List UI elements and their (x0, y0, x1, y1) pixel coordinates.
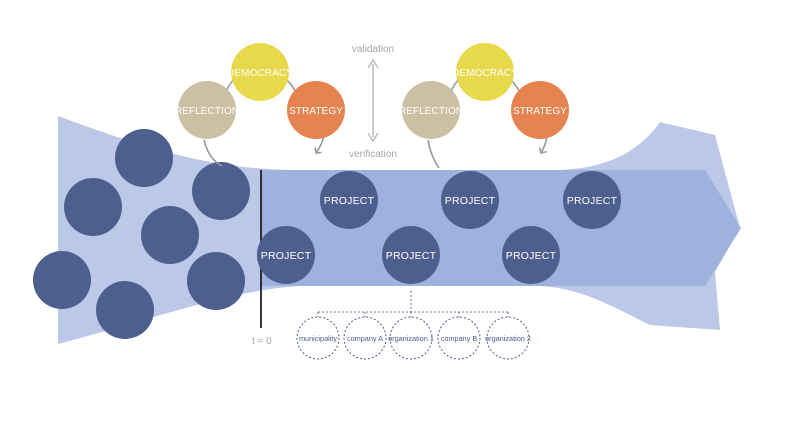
strategy-label: STRATEGY (513, 106, 567, 117)
cycle-connector (427, 139, 440, 169)
stakeholder-label: company A (347, 334, 383, 343)
reflection-label: REFLECTION (399, 106, 463, 117)
project-node[interactable]: PROJECT (382, 226, 440, 284)
project-label: PROJECT (324, 195, 375, 207)
stakeholder-label: organization 2 (485, 334, 531, 343)
project-label: PROJECT (445, 195, 496, 207)
reflection-label: REFLECTION (175, 106, 239, 117)
validation-verification: validation verification (349, 44, 397, 160)
verification-label: verification (349, 149, 397, 160)
stakeholder-label: organization 1 (388, 334, 434, 343)
stakeholder-label: municipality (299, 334, 337, 343)
stakeholder-node[interactable]: organization 1 (388, 316, 434, 360)
cycle-connector (203, 139, 223, 167)
democracy-label: DEMOCRACY (227, 68, 293, 79)
democracy-node[interactable]: DEMOCRACY (227, 43, 293, 101)
stakeholders: municipality company A organization 1 co… (296, 316, 531, 360)
stakeholder-tree (317, 291, 509, 318)
projects: PROJECT PROJECT PROJECT PROJECT PROJECT … (257, 171, 621, 284)
project-label: PROJECT (261, 250, 312, 262)
reflection-node[interactable]: REFLECTION (399, 81, 463, 139)
arrow-down-icon (367, 132, 379, 143)
stakeholder-node[interactable]: organization 2 (485, 316, 531, 360)
stakeholder-node[interactable]: company A (343, 316, 387, 360)
cycle-2: DEMOCRACY REFLECTION STRATEGY (399, 43, 569, 169)
project-node[interactable]: PROJECT (320, 171, 378, 229)
idea-dot (141, 206, 199, 264)
project-label: PROJECT (386, 250, 437, 262)
cycle-1: DEMOCRACY REFLECTION STRATEGY (175, 43, 345, 167)
idea-dot (192, 162, 250, 220)
project-label: PROJECT (567, 195, 618, 207)
project-node[interactable]: PROJECT (257, 226, 315, 284)
idea-dot (33, 251, 91, 309)
time-zero-label: t = 0 (252, 336, 272, 347)
idea-dots (33, 129, 250, 339)
democracy-node[interactable]: DEMOCRACY (452, 43, 518, 101)
stakeholder-node[interactable]: company B (437, 316, 481, 360)
reflection-node[interactable]: REFLECTION (175, 81, 239, 139)
validation-label: validation (352, 44, 394, 55)
stakeholder-node[interactable]: municipality (296, 316, 340, 360)
project-label: PROJECT (506, 250, 557, 262)
arrow-up-icon (367, 58, 379, 69)
strategy-node[interactable]: STRATEGY (511, 81, 569, 139)
strategy-node[interactable]: STRATEGY (287, 81, 345, 139)
idea-dot (64, 178, 122, 236)
project-node[interactable]: PROJECT (502, 226, 560, 284)
strategy-label: STRATEGY (289, 106, 343, 117)
democracy-label: DEMOCRACY (452, 68, 518, 79)
idea-dot (115, 129, 173, 187)
project-node[interactable]: PROJECT (563, 171, 621, 229)
stakeholder-label: company B (441, 334, 478, 343)
project-node[interactable]: PROJECT (441, 171, 499, 229)
project-timeline-arrow (261, 170, 741, 286)
idea-dot (187, 252, 245, 310)
idea-dot (96, 281, 154, 339)
